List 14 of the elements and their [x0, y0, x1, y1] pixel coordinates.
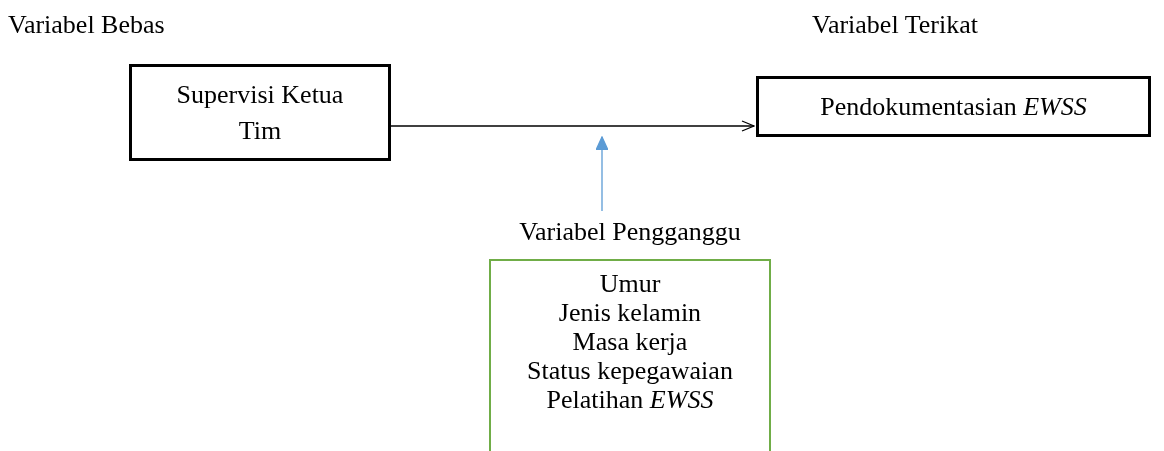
variable-box	[756, 76, 1151, 137]
factor-item: Masa kerja	[572, 327, 688, 356]
arrow	[595, 136, 609, 212]
factor-item: Jenis kelamin	[558, 298, 702, 327]
factor-item: Pelatihan EWSS	[546, 385, 714, 414]
box-heading: Variabel Pengganggu	[518, 217, 742, 247]
arrow	[390, 120, 755, 132]
factor-item: Status kepegawaian	[527, 356, 733, 385]
box-label: Supervisi Ketua Tim	[175, 78, 345, 147]
axis-heading: Variabel Bebas	[8, 10, 165, 40]
variable-box	[129, 64, 391, 161]
axis-heading: Variabel Terikat	[812, 10, 978, 40]
factor-item: Umur	[599, 269, 661, 298]
box-label: Pendokumentasian EWSS	[820, 91, 1087, 122]
